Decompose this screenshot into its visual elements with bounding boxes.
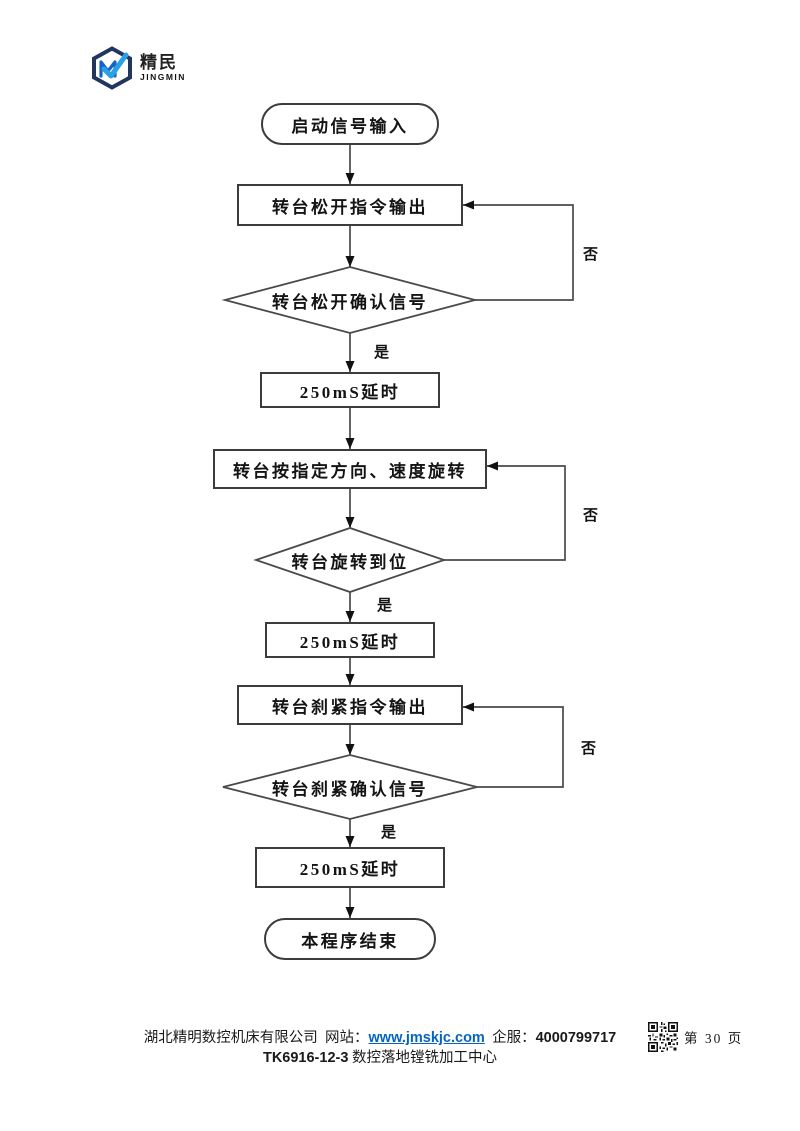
logo-brand-en: JINGMIN	[140, 72, 186, 83]
qr-code	[648, 1022, 678, 1052]
flow-node-delay1: 250mS延时	[260, 372, 440, 408]
flow-node-clamp-check: 转台刹紧确认信号	[272, 779, 428, 799]
flow-node-unclamp-cmd: 转台松开指令输出	[237, 184, 463, 226]
branch-label-yes-2: 是	[377, 598, 394, 614]
flow-node-rotate: 转台按指定方向、速度旋转	[213, 449, 487, 489]
branch-label-yes-1: 是	[374, 345, 391, 361]
flow-node-start: 启动信号输入	[261, 103, 439, 145]
loop-no-unclamp	[463, 200, 574, 301]
flow-node-end: 本程序结束	[264, 918, 436, 960]
flow-node-delay3: 250mS延时	[255, 847, 445, 888]
company-logo: 精民 JINGMIN	[90, 46, 186, 90]
logo-brand-cn: 精民	[140, 53, 178, 73]
branch-label-no-3: 否	[581, 741, 598, 757]
footer-model-line: TK6916-12-3 数控落地镗铣加工中心	[0, 1046, 760, 1067]
footer-product-name: 数控落地镗铣加工中心	[352, 1050, 498, 1066]
footer-service-phone: 4000799717	[535, 1030, 617, 1046]
loop-no-clamp	[463, 702, 564, 788]
flow-node-delay2: 250mS延时	[265, 622, 435, 658]
footer-contact-line: 湖北精明数控机床有限公司 网站：www.jmskjc.com 企服：400079…	[0, 1026, 760, 1047]
jingmin-hexagon-logo-icon	[92, 46, 132, 90]
page-number: 第 30 页	[684, 1031, 744, 1046]
flow-node-rotate-check: 转台旋转到位	[291, 552, 409, 572]
branch-label-no-2: 否	[583, 508, 600, 524]
flow-node-unclamp-check: 转台松开确认信号	[272, 292, 428, 312]
footer-model-number: TK6916-12-3	[262, 1050, 349, 1066]
branch-label-no-1: 否	[583, 247, 600, 263]
footer-company: 湖北精明数控机床有限公司	[143, 1030, 318, 1046]
footer-website-link[interactable]: www.jmskjc.com	[368, 1030, 485, 1046]
footer-service-label: 企服：	[492, 1030, 536, 1046]
flow-node-clamp-cmd: 转台刹紧指令输出	[237, 685, 463, 725]
footer-website-label: 网站：	[325, 1030, 369, 1046]
branch-label-yes-3: 是	[381, 825, 398, 841]
